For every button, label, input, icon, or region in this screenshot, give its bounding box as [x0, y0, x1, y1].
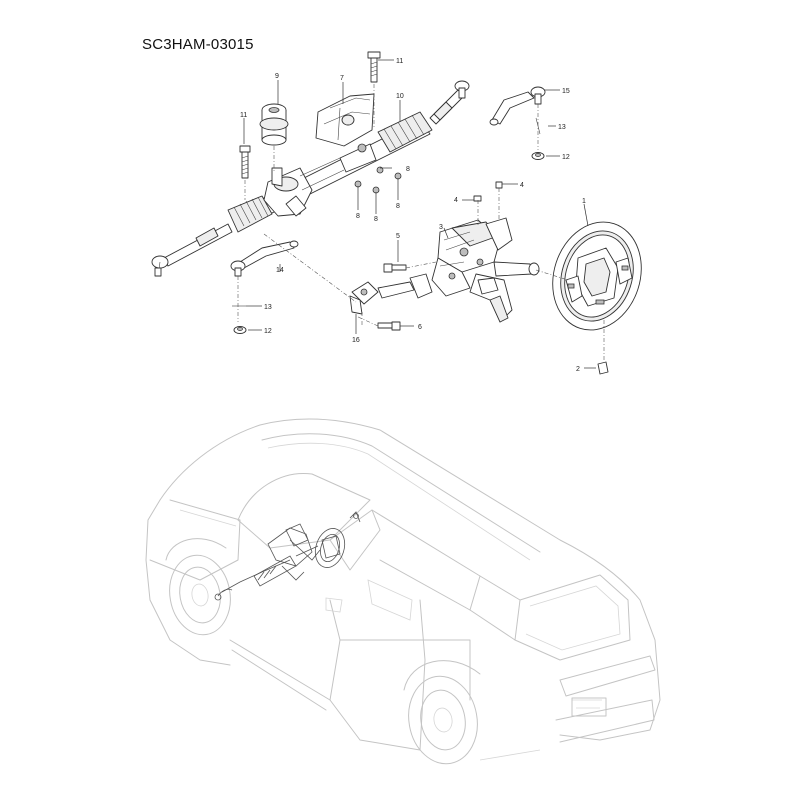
callout-16: 16: [352, 337, 360, 344]
assembly-dashed-lines: [237, 84, 605, 360]
callout-13-left: 13: [264, 304, 272, 311]
callout-11-left: 11: [240, 112, 247, 119]
callout-5: 5: [396, 233, 400, 240]
clip-4-right: [495, 181, 503, 189]
steering-rack-assembly: [151, 80, 470, 277]
vehicle-steering-system: [214, 511, 361, 601]
bolt-6: [377, 321, 401, 331]
callout-7: 7: [340, 75, 344, 82]
diagram-title: SC3HAM-03015: [142, 36, 254, 53]
vehicle-locator-view: [145, 418, 661, 765]
bolt-left: [239, 145, 251, 179]
callout-2: 2: [576, 366, 580, 373]
callout-4-right: 4: [520, 182, 524, 189]
mount-bushing: [259, 103, 289, 146]
callout-6: 6: [418, 324, 422, 331]
callout-leaders: [243, 59, 596, 369]
callout-1: 1: [582, 198, 586, 205]
nut-12-left: [233, 326, 247, 334]
clip-2: [597, 361, 609, 375]
steering-wheel: [552, 221, 642, 331]
callout-13-right: 13: [558, 124, 566, 131]
callout-12-left: 12: [264, 328, 272, 335]
bolt-5: [383, 263, 407, 273]
callout-8-a: 8: [356, 213, 360, 220]
callout-4-left: 4: [454, 197, 458, 204]
callout-12-right: 12: [562, 154, 570, 161]
outer-tie-rod-left: [230, 240, 299, 277]
callout-10: 10: [396, 93, 404, 100]
callout-11-top: 11: [396, 58, 403, 65]
callout-8-c: 8: [396, 203, 400, 210]
callout-8-b: 8: [374, 216, 378, 223]
nut-12-right: [531, 152, 545, 160]
callout-9: 9: [275, 73, 279, 80]
callout-14: 14: [276, 267, 284, 274]
bolt-top: [367, 51, 381, 83]
heat-shield: [315, 93, 375, 147]
callout-labels: 1 2 3 4 4 5 6 7 8 8 8 8 9 10 11 11 12 12…: [240, 58, 586, 373]
clip-4-left: [473, 195, 482, 202]
callout-3: 3: [439, 224, 443, 231]
steering-column: [431, 217, 540, 323]
callout-8-d: 8: [406, 166, 410, 173]
outer-tie-rod-right: [489, 86, 546, 126]
nut-8-d: [376, 166, 384, 174]
callout-15: 15: [562, 88, 570, 95]
intermediate-shaft: [349, 273, 433, 315]
